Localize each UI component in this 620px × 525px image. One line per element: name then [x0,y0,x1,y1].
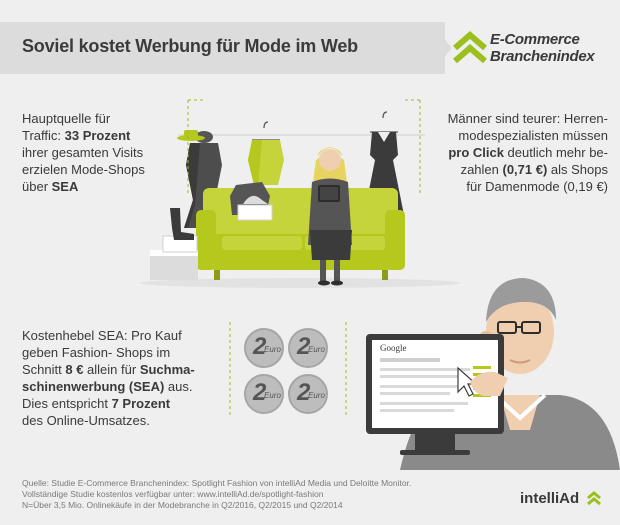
euro-coin-icon: 2 Euro [288,374,328,414]
footer-line-3: N=Über 3,5 Mio. Onlinekäufe in der Modeb… [22,500,343,510]
traffic-line-5b: SEA [51,179,79,194]
source-footer: Quelle: Studie E-Commerce Branchenindex:… [22,478,482,511]
brand-line-1: E-Commerce [490,31,580,48]
men-line-3: pro Click deutlich mehr be- [420,144,608,161]
traffic-line-2a: Traffic: [22,128,65,143]
footer-line-2: Vollständige Studie kostenlos verfügbar … [22,489,324,499]
men-line-4c: als Shops [547,162,608,177]
boots-and-boxes [150,208,198,280]
coin-number: 2 [297,379,311,406]
double-chevron-up-icon [453,31,487,64]
men-line-3a: pro Click [448,145,504,160]
footer-line-1: Quelle: Studie E-Commerce Branchenindex:… [22,478,412,488]
men-line-2: modespezialisten müssen [458,128,608,143]
header-band [0,22,445,74]
men-line-1: Männer sind teurer: Herren- [447,111,608,126]
header-notch [430,22,452,74]
traffic-line-2b: 33 Prozent [64,128,131,143]
shoebox-with-shoe [237,195,273,221]
sea-line-5: Dies entspricht 7 Prozent [22,395,222,412]
men-line-4: zahlen (0,71 €) als Shops [420,161,608,178]
sea-line-3b: 8 € [65,362,84,377]
traffic-line-3: ihrer gesamten Visits [22,145,144,160]
men-line-4a: zahlen [460,162,503,177]
coin-number: 2 [297,333,311,360]
brand-logo-block: E-Commerce Branchenindex [450,22,620,74]
coin-unit: Euro [264,391,281,400]
euro-coin-icon: 2 Euro [244,374,284,414]
sea-line-4b: aus. [164,379,193,394]
euro-coins-group: 2 Euro 2 Euro 2 Euro 2 Euro [240,328,340,418]
sea-line-1: Kostenhebel SEA: Pro Kauf [22,328,182,343]
sea-line-3c: allein für [83,362,140,377]
coin-number: 2 [253,333,267,360]
woman-with-tablet [308,147,352,286]
sea-line-6: des Online-Umsatzes. [22,413,150,428]
coin-unit: Euro [308,345,325,354]
sea-line-3a: Schnitt [22,362,66,377]
green-top-on-hanger [248,121,284,185]
coin-unit: Euro [308,391,325,400]
intelliad-logo-text: intelliAd [520,490,580,507]
page-title: Soviel kostet Werbung für Mode im Web [22,36,358,56]
traffic-line-1: Hauptquelle für [22,111,111,126]
traffic-line-2: Traffic: 33 Prozent [22,127,182,144]
sea-line-2: geben Fashion- Shops im [22,345,171,360]
men-line-4b: (0,71 €) [502,162,548,177]
sea-line-3: Schnitt 8 € allein für Suchma- [22,361,222,378]
traffic-line-5a: über [22,179,52,194]
coin-number: 2 [253,379,267,406]
traffic-line-4: erzielen Mode-Shops [22,162,145,177]
monitor-search-logo: Google [380,343,407,353]
coin-unit: Euro [264,345,281,354]
double-chevron-up-icon [587,491,601,506]
brand-line-2: Branchenindex [490,48,595,65]
men-line-3b: deutlich mehr be- [503,145,608,160]
sea-line-5b: 7 Prozent [111,396,171,411]
fashion-scene-illustration [140,99,620,470]
sea-line-4: schinenwerbung (SEA) aus. [22,378,222,395]
traffic-line-5: über SEA [22,178,182,195]
sea-line-5a: Dies entspricht [22,396,112,411]
green-sofa [196,188,405,280]
sea-line-4a: schinenwerbung (SEA) [22,379,165,394]
mouse-cursor-icon [457,366,508,397]
sea-cost-text-block: Kostenhebel SEA: Pro Kauf geben Fashion-… [22,327,222,429]
sea-line-3d: Suchma- [139,362,195,377]
men-line-5: für Damenmode (0,19 €) [466,179,608,194]
euro-coin-icon: 2 Euro [288,328,328,368]
euro-coin-icon: 2 Euro [244,328,284,368]
men-cost-text-block: Männer sind teurer: Herren- modespeziali… [420,110,608,195]
traffic-text-block: Hauptquelle für Traffic: 33 Prozent ihre… [22,110,182,195]
